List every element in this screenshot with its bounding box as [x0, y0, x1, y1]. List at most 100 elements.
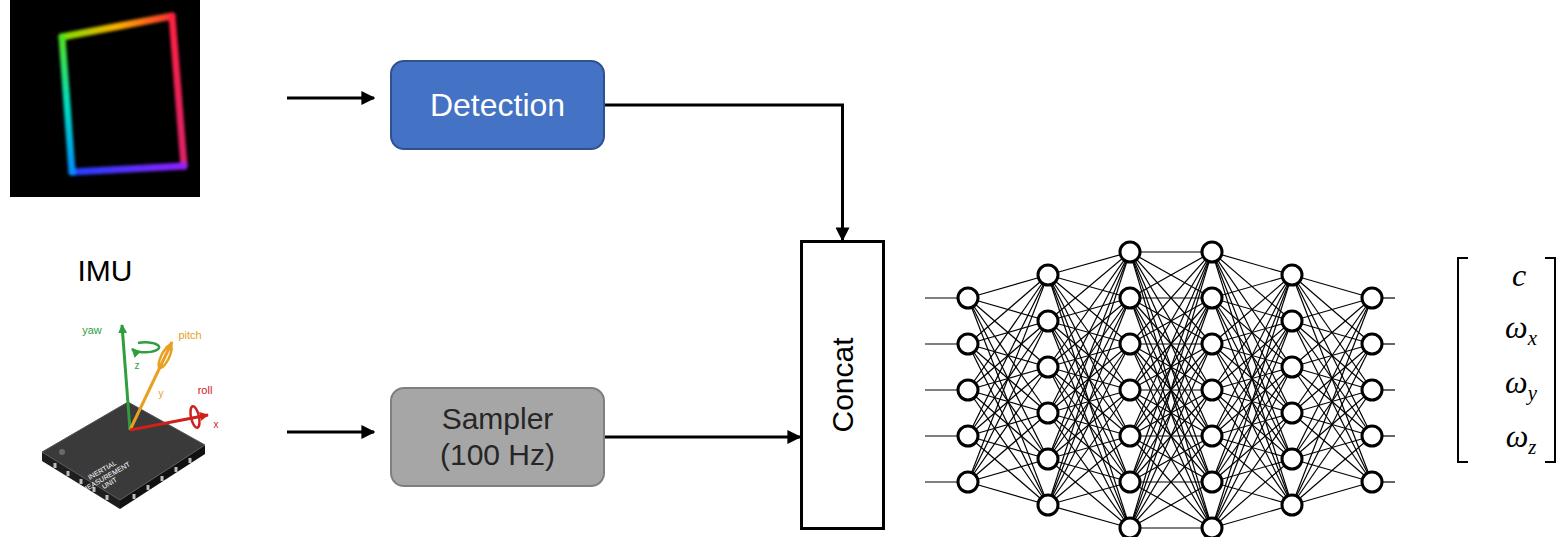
component-label: IMU — [78, 254, 133, 287]
output-component: ωy — [1505, 365, 1537, 404]
axis-rotation-label: yaw — [82, 324, 102, 336]
network-weight — [1130, 252, 1212, 482]
network-weight — [1130, 252, 1212, 436]
neuron — [1362, 380, 1382, 400]
network-weight — [1130, 251, 1212, 252]
neuron — [958, 288, 978, 308]
neuron — [1038, 449, 1058, 469]
neuron — [1202, 472, 1222, 492]
network-weight — [1130, 482, 1212, 528]
network-weight — [1130, 436, 1212, 528]
output-component: c — [1512, 258, 1526, 293]
network-weight — [968, 275, 1048, 482]
chip-pin — [106, 495, 109, 500]
network-weight — [968, 275, 1048, 436]
network-weight — [968, 390, 1048, 505]
network-weight — [968, 298, 1048, 505]
network-weight — [1292, 298, 1372, 459]
network-weight — [1292, 298, 1372, 367]
network-weight — [968, 482, 1048, 505]
square-edge — [172, 16, 184, 166]
neuron — [1202, 242, 1222, 262]
network-weight — [968, 321, 1048, 482]
network-weight — [1048, 252, 1130, 505]
neuron — [1282, 403, 1302, 423]
neuron — [1120, 472, 1140, 492]
network-weight — [1130, 298, 1212, 528]
network-weight — [1130, 252, 1212, 482]
event-image — [10, 0, 200, 197]
network-weight — [1130, 252, 1212, 528]
network-weight — [1048, 367, 1130, 528]
axis-rotation-label: pitch — [178, 329, 201, 341]
chip-pin — [133, 494, 136, 499]
neuron — [1202, 518, 1222, 537]
neuron — [958, 426, 978, 446]
axis-name: y — [159, 388, 164, 399]
neural-network — [925, 242, 1395, 537]
chip-pin — [189, 458, 192, 463]
network-weight — [1292, 482, 1372, 505]
colored-square — [62, 16, 184, 172]
subscript: y — [1528, 381, 1537, 404]
imu-axes — [122, 325, 208, 430]
network-weight — [1048, 252, 1130, 367]
network-weight — [1048, 413, 1130, 528]
network-weight — [1130, 298, 1212, 528]
network-weight — [1048, 275, 1130, 528]
network-weight — [1212, 252, 1292, 367]
node-label: Detection — [430, 86, 565, 124]
network-weight — [1130, 252, 1212, 528]
neuron — [1202, 288, 1222, 308]
network-weight — [1292, 298, 1372, 505]
chip-pin — [147, 485, 150, 490]
network-weight — [1292, 298, 1372, 321]
network-weight — [968, 413, 1048, 482]
input-arrow — [287, 97, 374, 100]
neuron — [1282, 311, 1302, 331]
network-weight — [1130, 344, 1212, 528]
network-weight — [1048, 344, 1130, 505]
network-weight — [1130, 252, 1212, 344]
symbol: ω — [1506, 418, 1529, 454]
neuron — [1120, 426, 1140, 446]
subscript: z — [1528, 435, 1536, 458]
connector-arrow — [605, 105, 843, 240]
network-weight — [1048, 482, 1130, 505]
subscript: x — [1528, 326, 1537, 349]
left-bracket — [1458, 258, 1468, 462]
network-weight — [1130, 252, 1212, 298]
z-axis — [122, 325, 130, 430]
neuron — [1202, 426, 1222, 446]
network-weight — [1048, 252, 1130, 321]
neuron — [1120, 288, 1140, 308]
neuron — [1202, 334, 1222, 354]
neuron — [1282, 357, 1302, 377]
symbol: ω — [1505, 309, 1528, 345]
network-weight — [1212, 275, 1292, 390]
network-weight — [968, 275, 1048, 390]
network-weight — [1048, 505, 1130, 528]
network-weight — [1292, 390, 1372, 505]
network-weight — [1212, 275, 1292, 436]
network-weight — [1048, 436, 1130, 505]
axis-name: x — [214, 419, 219, 430]
pitch-arc — [156, 344, 174, 369]
neuron — [1202, 380, 1222, 400]
network-weight — [1048, 252, 1130, 459]
neuron — [1038, 357, 1058, 377]
network-weight — [1212, 367, 1292, 528]
network-weight — [1292, 275, 1372, 436]
network-weight — [1048, 298, 1130, 505]
network-weight — [1212, 275, 1292, 344]
network-weight — [1292, 275, 1372, 482]
network-weight — [1048, 252, 1130, 413]
neuron — [1120, 518, 1140, 537]
network-weight — [1212, 321, 1292, 528]
network-weight — [1212, 275, 1292, 482]
neuron — [1362, 288, 1382, 308]
imu-chip — [42, 402, 205, 509]
network-weight — [1130, 252, 1212, 390]
concat-block: Concat — [800, 240, 885, 530]
